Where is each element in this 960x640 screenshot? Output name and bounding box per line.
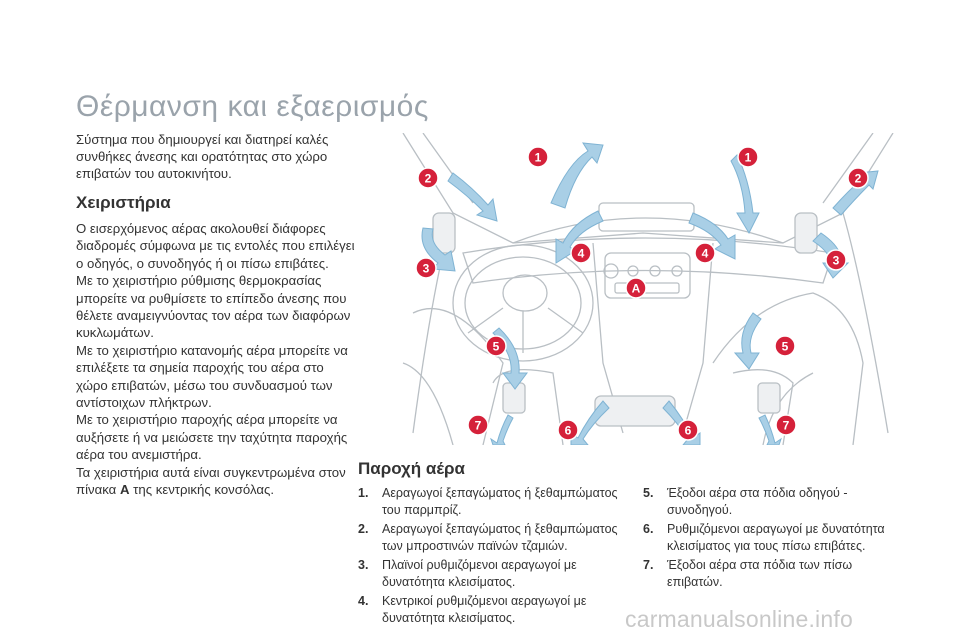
marker-badge [415,257,437,279]
airflow-list-left: 1. Αεραγωγοί ξεπαγώματος ή ξεθαμπώματος τ… [358,485,628,629]
controls-text: Ο εισερχόμενος αέρας ακολουθεί διάφορες … [76,220,358,499]
list-item: 7. Έξοδοι αέρα στα πόδια των πίσω επιβατώ… [643,557,893,591]
marker-label: 5 [782,340,789,354]
list-item-text: Κεντρικοί ρυθμιζόμενοι αεραγωγοί με δυνα… [382,594,587,625]
controls-paragraph: Με το χειριστήριο παροχής αέρα μπορείτε … [76,412,348,463]
list-item: 1. Αεραγωγοί ξεπαγώματος ή ξεθαμπώματος τ… [358,485,628,519]
marker-badge [677,419,699,441]
list-item-number: 5. [643,486,654,500]
marker-label: 1 [745,151,752,165]
list-item-text: Πλαϊνοί ρυθμιζόμενοι αεραγωγοί με δυνατό… [382,558,577,589]
list-item-text: Αεραγωγοί ξεπαγώματος ή ξεθαμπώματος των… [382,522,618,553]
list-item-number: 6. [643,522,654,536]
list-item-number: 3. [358,558,369,572]
marker-badge [570,242,592,264]
marker-badge [485,335,507,357]
marker-badge [847,167,869,189]
airflow-list-right: 5. Έξοδοι αέρα στα πόδια οδηγού - συνοδηγ… [643,485,893,593]
marker-label: 2 [855,172,862,186]
marker-label: A [632,282,641,296]
marker-badge [467,414,489,436]
marker-label: 4 [578,247,585,261]
page-title: Θέρμανση και εξαερισμός [76,90,429,123]
marker-badge [825,249,847,271]
controls-paragraph: Τα χειριστήρια αυτά είναι συγκεντρωμένα … [76,464,358,499]
marker-label: 6 [685,424,692,438]
marker-badge [775,414,797,436]
marker-badge [625,277,647,299]
controls-paragraph: Με το χειριστήριο κατανομής αέρα μπορείτ… [76,342,348,411]
list-item-text: Έξοδοι αέρα στα πόδια των πίσω επιβατών. [667,558,853,589]
panel-a-label: A [119,482,130,498]
marker-badge [527,146,549,168]
list-item: 3. Πλαϊνοί ρυθμιζόμενοι αεραγωγοί με δυνα… [358,557,628,591]
controls-paragraph: Ο εισερχόμενος αέρας ακολουθεί διάφορες … [76,221,355,271]
controls-p5-end: της κεντρικής κονσόλας. [129,482,275,498]
controls-paragraph: Με το χειριστήριο ρύθμισης θερμοκρασίας … [76,273,351,341]
list-item: 2. Αεραγωγοί ξεπαγώματος ή ξεθαμπώματος τ… [358,521,628,555]
marker-label: 7 [783,419,790,433]
controls-heading: Χειριστήρια [76,193,171,212]
marker-badge [417,167,439,189]
marker-badge [737,146,759,168]
marker-label: 7 [475,419,482,433]
list-item-number: 1. [358,486,369,500]
list-item-number: 7. [643,558,654,572]
list-item: 4. Κεντρικοί ρυθμιζόμενοι αεραγωγοί με δυ… [358,593,628,627]
marker-label: 4 [702,247,709,261]
marker-badge [774,335,796,357]
marker-label: 3 [423,262,430,276]
controls-p5-start: Τα χειριστήρια αυτά είναι συγκεντρωμένα … [76,464,346,498]
list-item: 6. Ρυθμιζόμενοι αεραγωγοί με δυνατότητα κ… [643,521,893,555]
marker-label: 6 [565,424,572,438]
illustration-markers: 1 1 2 2 3 3 4 4A 5 5 6 6 7 7 [415,146,869,441]
marker-label: 1 [535,151,542,165]
list-item-number: 2. [358,522,369,536]
list-item-text: Ρυθμιζόμενοι αεραγωγοί με δυνατότητα κλε… [667,522,885,553]
marker-badge [557,419,579,441]
list-item-text: Έξοδοι αέρα στα πόδια οδηγού - συνοδηγού… [667,486,848,517]
watermark: carmanualsonline.info [625,606,853,632]
car-interior-illustration: 1 1 2 2 3 3 4 4A 5 5 6 6 7 7 [393,133,900,445]
marker-badge [694,242,716,264]
intro-text: Σύστημα που δημιουργεί και διατηρεί καλέ… [76,132,329,181]
airflow-heading: Παροχή αέρα [358,459,465,478]
list-item-number: 4. [358,594,369,608]
marker-label: 5 [493,340,500,354]
marker-label: 3 [833,254,840,268]
marker-label: 2 [425,172,432,186]
list-item-text: Αεραγωγοί ξεπαγώματος ή ξεθαμπώματος του… [382,486,618,517]
list-item: 5. Έξοδοι αέρα στα πόδια οδηγού - συνοδηγ… [643,485,893,519]
